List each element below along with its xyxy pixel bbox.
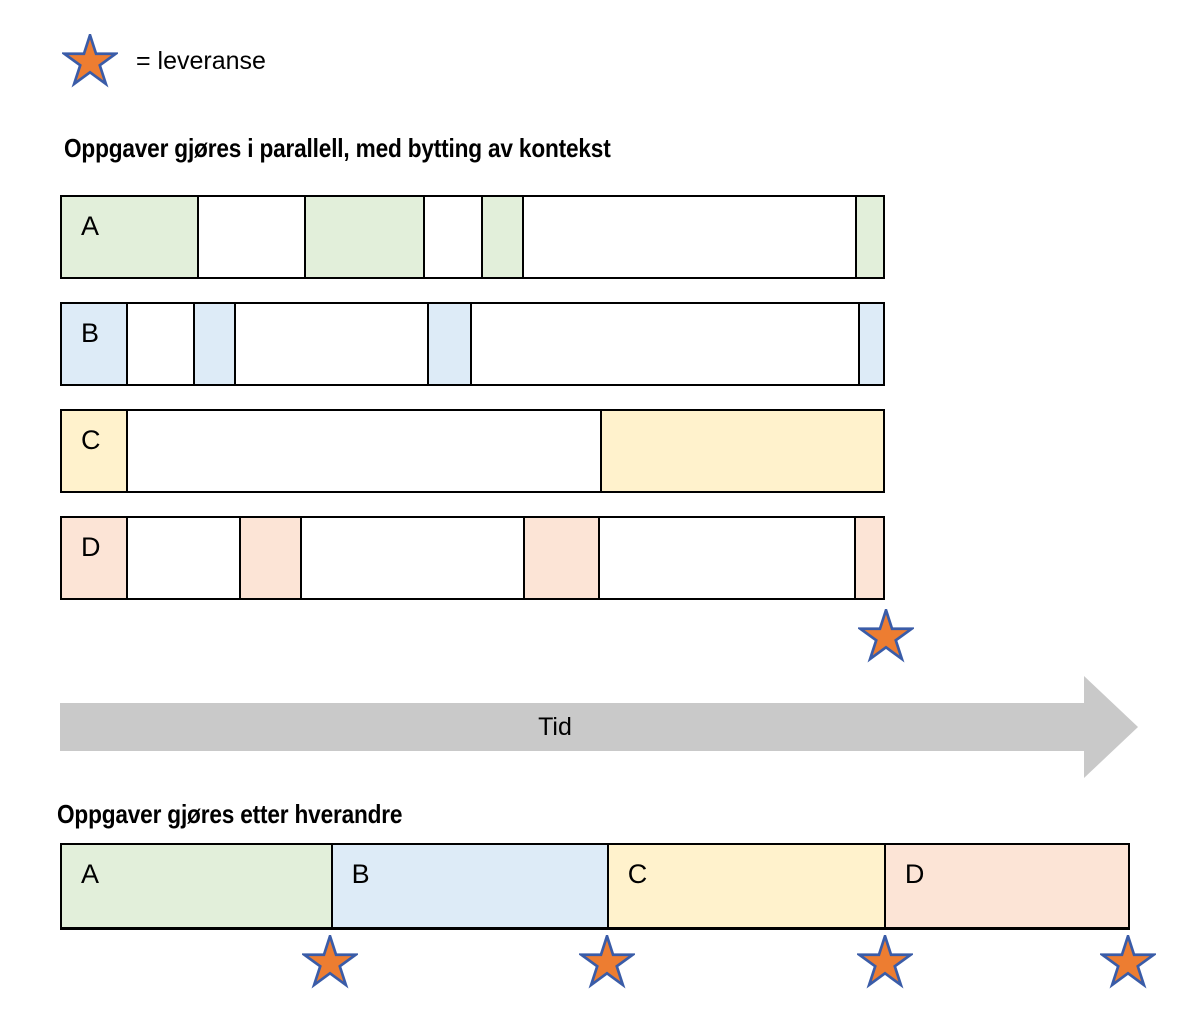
idle-segment (197, 197, 305, 277)
task-label: B (81, 318, 100, 348)
sequential-task-c: C (606, 845, 884, 927)
idle-segment (598, 518, 855, 598)
work-segment (304, 197, 424, 277)
delivery-star-icon (855, 931, 915, 989)
idle-segment (126, 304, 194, 384)
sequential-task-chart: A B C D (60, 843, 1130, 930)
delivery-star-icon (60, 30, 120, 88)
idle-segment (234, 304, 428, 384)
delivery-star-icon (577, 931, 637, 989)
time-arrow-head (1084, 676, 1138, 778)
work-segment (193, 304, 235, 384)
work-segment: B (62, 304, 127, 384)
parallel-section-title: Oppgaver gjøres i parallell, med bytting… (64, 133, 611, 163)
work-segment (855, 197, 883, 277)
task-label: C (627, 859, 648, 889)
legend: = leveranse (60, 30, 266, 88)
work-segment: A (62, 197, 198, 277)
delivery-star-icon (856, 605, 916, 663)
task-label: B (351, 859, 370, 889)
idle-segment (126, 518, 239, 598)
idle-segment (470, 304, 859, 384)
work-segment: D (62, 518, 127, 598)
delivery-star-icon (300, 931, 360, 989)
idle-segment (126, 411, 600, 491)
task-label: C (81, 425, 101, 455)
sequential-task-a: A (62, 845, 331, 927)
sequential-task-d: D (883, 845, 1128, 927)
task-label: A (81, 859, 100, 889)
task-row-d: D (60, 516, 885, 600)
work-segment: C (62, 411, 127, 491)
parallel-task-chart: A B C D (60, 195, 885, 600)
sequential-section-title: Oppgaver gjøres etter hverandre (57, 799, 403, 829)
legend-label: = leveranse (136, 46, 266, 75)
work-segment (238, 518, 301, 598)
task-label: A (81, 211, 100, 241)
time-arrow: Tid (60, 676, 1138, 778)
work-segment (427, 304, 470, 384)
time-arrow-label: Tid (538, 713, 572, 741)
idle-segment (423, 197, 481, 277)
task-label: D (904, 859, 925, 889)
delivery-star-icon (1098, 931, 1158, 989)
work-segment (858, 304, 883, 384)
work-segment (480, 197, 522, 277)
work-segment (523, 518, 599, 598)
idle-segment (300, 518, 524, 598)
task-row-b: B (60, 302, 885, 386)
time-arrow-body (60, 703, 1084, 751)
work-segment (599, 411, 883, 491)
work-segment (854, 518, 883, 598)
task-row-c: C (60, 409, 885, 493)
idle-segment (521, 197, 856, 277)
task-label: D (81, 532, 101, 562)
task-row-a: A (60, 195, 885, 279)
sequential-task-b: B (330, 845, 607, 927)
